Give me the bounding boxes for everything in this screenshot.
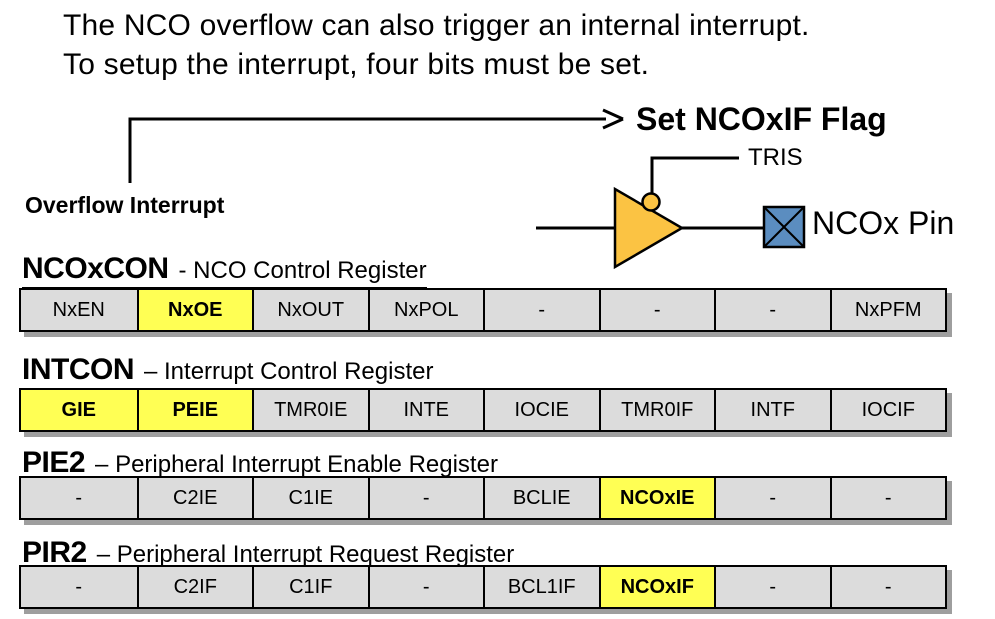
register-bit-cell: GIE xyxy=(21,390,137,430)
pin-icon xyxy=(762,205,806,249)
register-bit-cell: - xyxy=(483,290,599,330)
register-bit-cell: NxPOL xyxy=(367,290,483,330)
register-heading-intcon: INTCON – Interrupt Control Register xyxy=(22,353,434,391)
register-bit-cell: - xyxy=(714,478,830,518)
register-bit-cell: IOCIE xyxy=(483,390,599,430)
register-bit-cell: INTE xyxy=(367,390,483,430)
register-name: INTCON xyxy=(22,353,135,386)
register-bit-cell: C2IE xyxy=(136,478,252,518)
intro-text: The NCO overflow can also trigger an int… xyxy=(63,6,810,84)
register-bit-cell: - xyxy=(829,478,945,518)
register-bit-cell: BCLIE xyxy=(483,478,599,518)
register-heading-ncoxcon: NCOxCON - NCO Control Register xyxy=(22,252,427,290)
register-bit-cell: C1IE xyxy=(252,478,368,518)
register-bit-cell: C2IF xyxy=(136,567,252,607)
register-bit-cell: NxOE xyxy=(136,290,252,330)
register-bit-cell: - xyxy=(21,478,137,518)
register-description: – Peripheral Interrupt Request Register xyxy=(96,541,515,568)
overflow-interrupt-label: Overflow Interrupt xyxy=(25,192,225,218)
overflow-arrow-line xyxy=(128,117,606,183)
register-description: - NCO Control Register xyxy=(178,257,427,284)
intro-line-2: To setup the interrupt, four bits must b… xyxy=(63,48,650,81)
register-bit-cell: NCOxIE xyxy=(598,478,714,518)
register-bit-cell: - xyxy=(714,567,830,607)
register-bit-cell: PEIE xyxy=(136,390,252,430)
intro-line-1: The NCO overflow can also trigger an int… xyxy=(63,9,810,42)
register-bit-cell: C1IF xyxy=(252,567,368,607)
tri-state-buffer-icon xyxy=(613,186,685,270)
register-name: NCOxCON xyxy=(22,252,169,285)
register-bit-cell: NxPFM xyxy=(829,290,945,330)
register-name: PIR2 xyxy=(22,536,87,569)
register-bit-cell: - xyxy=(714,290,830,330)
register-bit-cell: NxEN xyxy=(21,290,137,330)
register-bit-cell: - xyxy=(367,567,483,607)
register-bit-cell: - xyxy=(598,290,714,330)
arrow-head-icon xyxy=(602,108,624,130)
register-bit-cell: - xyxy=(829,567,945,607)
ncox-pin-label: NCOx Pin xyxy=(812,205,955,241)
register-description: – Peripheral Interrupt Enable Register xyxy=(95,451,498,478)
register-bit-cell: NCOxIF xyxy=(598,567,714,607)
register-bit-cell: IOCIF xyxy=(829,390,945,430)
register-bit-cell: TMR0IE xyxy=(252,390,368,430)
tris-label: TRIS xyxy=(748,144,803,171)
tris-connector-line xyxy=(650,156,739,193)
register-name: PIE2 xyxy=(22,446,86,479)
register-bit-cell: INTF xyxy=(714,390,830,430)
register-description: – Interrupt Control Register xyxy=(144,358,434,385)
register-bit-cell: - xyxy=(367,478,483,518)
register-bit-cell: BCL1IF xyxy=(483,567,599,607)
register-bit-cell: - xyxy=(21,567,137,607)
register-bit-cell: NxOUT xyxy=(252,290,368,330)
tris-bubble-icon xyxy=(641,192,661,212)
set-ncoxif-flag-label: Set NCOxIF Flag xyxy=(636,101,887,137)
register-bit-cell: TMR0IF xyxy=(598,390,714,430)
